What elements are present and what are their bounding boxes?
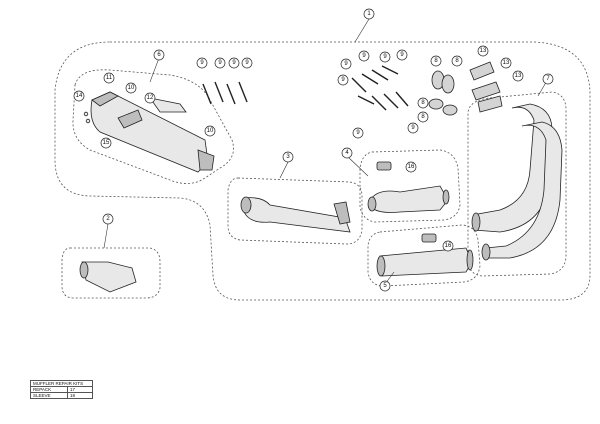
svg-text:16: 16 xyxy=(445,243,452,249)
callout-9k: 9 xyxy=(407,122,419,134)
svg-text:8: 8 xyxy=(455,58,459,64)
svg-text:9: 9 xyxy=(232,60,236,66)
svg-text:5: 5 xyxy=(383,283,387,289)
callout-10b: 10 xyxy=(204,125,216,137)
callout-12: 12 xyxy=(144,92,156,104)
kit-outline-item-6 xyxy=(72,69,234,184)
svg-text:4: 4 xyxy=(345,150,349,156)
kit-outline-item-5 xyxy=(367,224,481,287)
callout-6: 6 xyxy=(153,49,165,61)
callout-9j: 9 xyxy=(352,127,364,139)
callout-1: 1 xyxy=(363,8,375,20)
callout-9c: 9 xyxy=(228,57,240,69)
header-pipes xyxy=(471,103,563,261)
callout-14: 14 xyxy=(73,90,85,102)
callout-5: 5 xyxy=(379,280,391,292)
svg-text:3: 3 xyxy=(286,154,290,160)
kit-outline-item-2 xyxy=(61,247,161,299)
callout-9b: 9 xyxy=(214,57,226,69)
callout-11: 11 xyxy=(103,72,115,84)
svg-text:9: 9 xyxy=(356,130,360,136)
springs-left xyxy=(202,81,248,105)
svg-text:11: 11 xyxy=(106,75,113,81)
kit-outline-main xyxy=(54,41,591,301)
kit-outline-item-7 xyxy=(467,91,567,277)
svg-text:9: 9 xyxy=(344,61,348,67)
callout-16b: 16 xyxy=(442,240,454,252)
mid-pipe-5 xyxy=(376,247,474,277)
callout-2: 2 xyxy=(102,213,114,225)
callout-8d: 8 xyxy=(417,111,429,123)
leader-lines xyxy=(103,18,549,285)
callout-9d: 9 xyxy=(241,57,253,69)
springs-right xyxy=(351,65,409,111)
svg-text:12: 12 xyxy=(147,95,154,101)
svg-text:13: 13 xyxy=(480,48,487,54)
callout-10a: 10 xyxy=(125,82,137,94)
svg-text:10: 10 xyxy=(128,85,135,91)
callout-9i: 9 xyxy=(337,74,349,86)
callout-9e: 9 xyxy=(340,58,352,70)
callout-8c: 8 xyxy=(417,97,429,109)
kit-outline-item-3 xyxy=(227,177,363,245)
svg-text:14: 14 xyxy=(76,93,83,99)
svg-text:8: 8 xyxy=(421,100,425,106)
callout-15: 15 xyxy=(100,137,112,149)
svg-text:13: 13 xyxy=(515,73,522,79)
muffler xyxy=(83,91,215,173)
svg-text:9: 9 xyxy=(411,125,415,131)
gaskets xyxy=(428,70,458,116)
svg-text:13: 13 xyxy=(503,60,510,66)
callout-8a: 8 xyxy=(430,55,442,67)
svg-text:9: 9 xyxy=(383,54,387,60)
svg-text:9: 9 xyxy=(200,60,204,66)
callout-4: 4 xyxy=(341,147,353,159)
link-pipe xyxy=(240,196,351,233)
row-label: SLEEVE xyxy=(30,392,68,399)
callout-9h: 9 xyxy=(396,49,408,61)
callout-13b: 13 xyxy=(500,57,512,69)
small-clamps xyxy=(376,161,437,243)
svg-text:10: 10 xyxy=(207,128,214,134)
svg-text:9: 9 xyxy=(362,53,366,59)
svg-text:6: 6 xyxy=(157,52,161,58)
svg-text:8: 8 xyxy=(434,58,438,64)
muffler-repair-kits-table: MUFFLER REPAIR KITS REPACK 17 SLEEVE 18 xyxy=(30,380,93,399)
svg-text:15: 15 xyxy=(103,140,110,146)
svg-text:7: 7 xyxy=(546,76,550,82)
svg-text:16: 16 xyxy=(408,164,415,170)
svg-text:9: 9 xyxy=(341,77,345,83)
callout-3: 3 xyxy=(282,151,294,163)
callout-13c: 13 xyxy=(512,70,524,82)
callout-9a: 9 xyxy=(196,57,208,69)
sleeve-part xyxy=(79,261,137,293)
kit-outline-item-4 xyxy=(359,149,461,223)
svg-text:8: 8 xyxy=(421,114,425,120)
callout-16a: 16 xyxy=(405,161,417,173)
callout-9f: 9 xyxy=(358,50,370,62)
row-value: 18 xyxy=(67,392,93,399)
svg-text:9: 9 xyxy=(400,52,404,58)
callout-8b: 8 xyxy=(451,55,463,67)
table-row: SLEEVE 18 xyxy=(30,392,93,399)
callout-7: 7 xyxy=(542,73,554,85)
svg-text:1: 1 xyxy=(367,11,371,17)
flanges xyxy=(469,61,503,113)
callout-9g: 9 xyxy=(379,51,391,63)
callout-13a: 13 xyxy=(477,45,489,57)
svg-text:9: 9 xyxy=(245,60,249,66)
mid-pipe-4 xyxy=(367,185,450,213)
svg-text:9: 9 xyxy=(218,60,222,66)
svg-text:2: 2 xyxy=(106,216,110,222)
